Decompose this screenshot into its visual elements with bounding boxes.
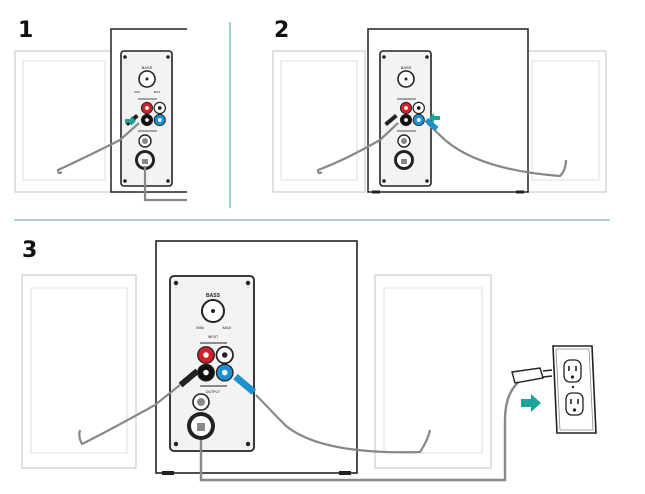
power-switch-icon	[192, 393, 210, 411]
speaker-right-outline	[374, 274, 492, 469]
audio-cable-right	[255, 394, 432, 454]
power-cord-icon	[143, 166, 187, 202]
audio-cable-left	[78, 384, 181, 446]
insert-arrow-icon	[521, 394, 541, 412]
bass-knob-icon	[397, 70, 415, 88]
subwoofer-back-panel: BASS	[367, 28, 529, 194]
wall-outlet-icon	[552, 345, 597, 434]
max-label: MAX	[154, 90, 161, 94]
audio-plug-icon	[384, 113, 439, 131]
step-2-number: 2	[274, 18, 290, 43]
min-label: MIN	[196, 325, 203, 330]
speaker-left-outline	[21, 274, 137, 469]
bass-knob-icon	[138, 70, 156, 88]
subwoofer-back-panel: BASS MIN MAX INPUT OUTPUT	[155, 240, 358, 475]
insert-arrow-icon	[125, 116, 136, 126]
speaker-left-outline	[14, 50, 114, 193]
input-label: INPUT	[208, 335, 219, 339]
step-1-illustration: BASS MIN MAX	[14, 28, 187, 202]
insert-arrow-icon	[429, 113, 440, 123]
bass-label: BASS	[206, 293, 221, 299]
power-plug-icon	[511, 367, 553, 384]
speaker-right-outline	[524, 50, 607, 193]
audio-cable-right	[426, 122, 568, 178]
bass-label: BASS	[142, 65, 153, 70]
speaker-left-outline	[272, 50, 366, 193]
audio-cable-left	[316, 122, 399, 175]
power-socket-icon	[135, 150, 155, 170]
audio-cable	[56, 122, 140, 175]
max-label: MAX	[223, 325, 232, 330]
power-switch-icon	[397, 134, 411, 148]
bass-label: BASS	[401, 65, 412, 70]
step-1-number: 1	[18, 18, 34, 43]
step-2-illustration: BASS	[272, 28, 607, 194]
power-switch-icon	[138, 134, 152, 148]
power-socket-icon	[394, 150, 414, 170]
step-3-illustration: BASS MIN MAX INPUT OUTPUT	[21, 240, 597, 482]
audio-plug-icon	[178, 368, 257, 395]
output-label: OUTPUT	[206, 390, 221, 394]
min-label: MIN	[134, 90, 140, 94]
bass-knob-icon	[201, 299, 225, 323]
step-3-number: 3	[22, 238, 38, 263]
subwoofer-back-panel: BASS MIN MAX	[110, 28, 187, 193]
power-socket-icon	[187, 412, 215, 440]
